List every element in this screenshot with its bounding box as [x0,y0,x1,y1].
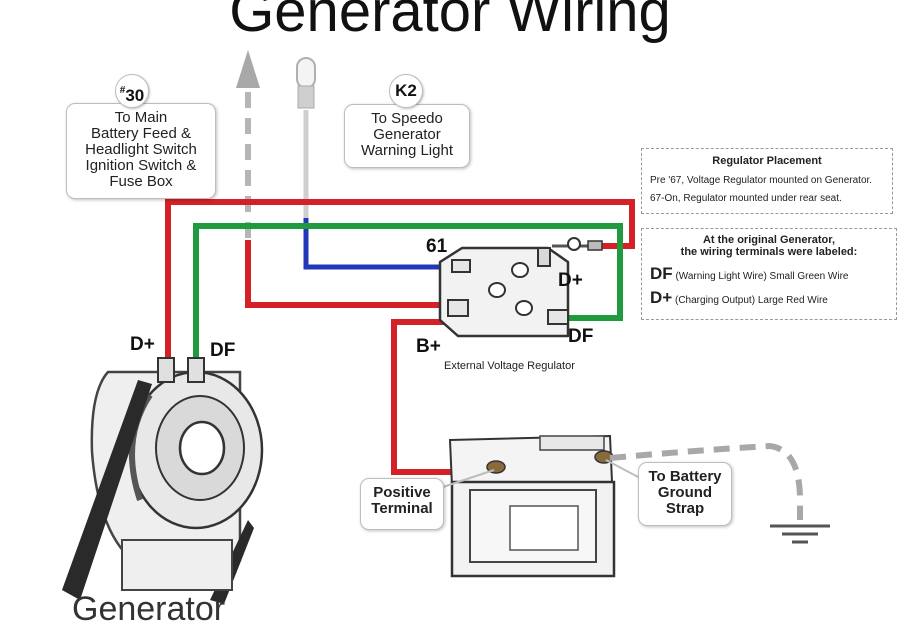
callout-speedo-warning: To Speedo Generator Warning Light [344,104,470,168]
warning-light-bulb-icon [296,57,316,109]
ground-pointer [605,459,641,479]
callout-30-line: Fuse Box [109,173,173,190]
battery-icon [448,434,616,578]
voltage-regulator-icon [438,237,603,338]
df-code: DF [650,264,673,283]
red-wire-feed [245,240,458,308]
callout-k2-line: Generator [373,126,441,143]
positive-pointer [439,469,495,489]
regulator-terminal-bplus: B+ [416,336,441,357]
badge-number: 30 [125,86,145,105]
ground-line: Ground [657,484,713,501]
ground-line: Strap [665,500,705,517]
regulator-terminal-dplus: D+ [558,270,583,291]
regulator-placement-line1: Pre '67, Voltage Regulator mounted on Ge… [650,175,873,186]
df-definition: DF (Warning Light Wire) Small Green Wire [650,264,888,284]
callout-30-line: Ignition Switch & [85,157,197,174]
callout-30-line: Battery Feed & [90,125,192,142]
generator-terminal-dplus: D+ [130,334,155,355]
original-terminals-heading1: At the original Generator, [702,234,836,246]
callout-k2-line: Warning Light [361,142,453,159]
regulator-terminal-df: DF [568,326,594,347]
badge-prefix: # [119,85,126,96]
green-wire-df [193,223,623,362]
original-terminals-box: At the original Generator, the wiring te… [641,228,897,320]
regulator-label: External Voltage Regulator [444,360,575,372]
dplus-definition: D+ (Charging Output) Large Red Wire [650,288,888,308]
terminal-30-badge: #30 [115,74,149,108]
page-title: Generator Wiring [229,0,671,44]
terminal-k2-badge: K2 [389,74,423,108]
ground-line: To Battery [648,468,722,485]
regulator-placement-heading: Regulator Placement [712,155,822,167]
generator-icon [62,357,264,604]
regulator-placement-box: Regulator Placement Pre '67, Voltage Reg… [641,148,893,214]
callout-30-line: To Main [114,109,168,126]
blue-wire [303,218,458,270]
regulator-terminal-61: 61 [426,236,448,257]
regulator-placement-line2: 67-On, Regulator mounted under rear seat… [650,193,842,204]
dplus-code: D+ [650,288,673,307]
positive-line: Terminal [371,500,433,517]
original-terminals-heading2: the wiring terminals were labeled: [680,246,858,258]
generator-terminal-df: DF [210,340,236,361]
red-wire-battery [391,319,492,475]
callout-k2-line: To Speedo [371,110,443,127]
positive-line: Positive [373,484,431,501]
callout-main-battery-feed: To Main Battery Feed & Headlight Switch … [66,103,216,199]
callout-positive-terminal: Positive Terminal [360,478,444,530]
generator-label: Generator [72,590,226,628]
dplus-description: (Charging Output) Large Red Wire [675,295,828,306]
callout-30-line: Headlight Switch [85,141,197,158]
ground-strap-wire [609,442,830,544]
df-description: (Warning Light Wire) Small Green Wire [675,271,849,282]
callout-ground-strap: To Battery Ground Strap [638,462,732,526]
